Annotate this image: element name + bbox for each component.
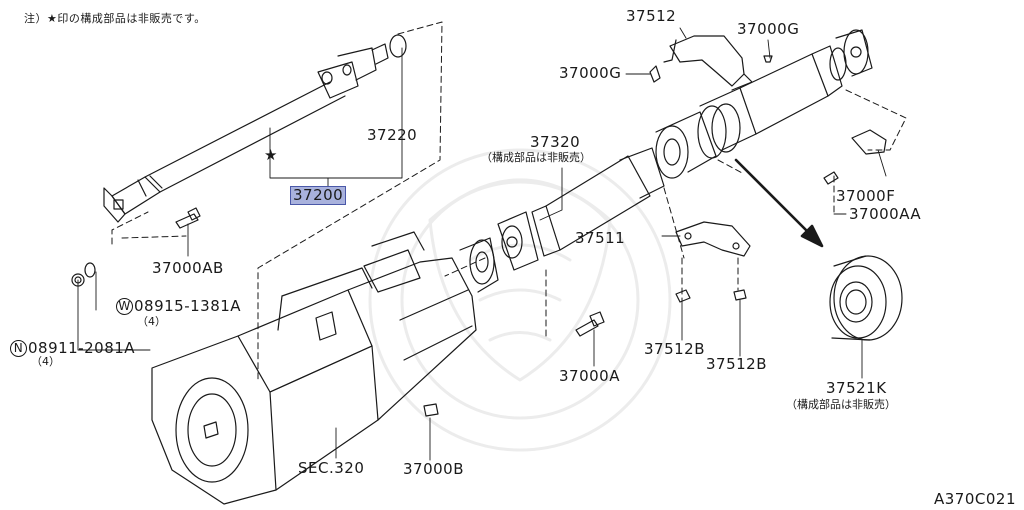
o-ring [389,34,407,58]
part-37000g-top-label[interactable]: 37000G [737,20,800,38]
part-37320-note: （構成部品は非販売） [481,151,591,164]
part-08915-number: 08915-1381A [134,297,242,315]
rear-propeller-shaft [497,29,873,271]
part-37512-label[interactable]: 37512 [626,7,677,25]
lower-bracket [675,221,751,257]
non-sale-note: 注）★印の構成部品は非販売です。 [24,12,206,25]
part-37220-label[interactable]: 37220 [367,126,418,144]
part-37512b-label-2[interactable]: 37512B [706,355,768,373]
figure-id: A370C021 [934,490,1016,508]
watermark-emblem [368,148,672,452]
part-37512b-label-1[interactable]: 37512B [644,340,706,358]
mounting-plate [851,129,887,155]
fasteners [71,55,839,417]
part-08911-qty: （4） [31,355,60,368]
transmission-case [151,231,499,505]
front-propeller-shaft [103,43,389,223]
part-37000aa-label[interactable]: 37000AA [849,205,922,223]
part-37320-label[interactable]: 37320 [530,133,581,151]
nut-prefix-icon: N [10,340,27,357]
center-bearing-bracket [663,35,753,91]
rubber-insulator [829,255,903,341]
part-37000ab-label[interactable]: 37000AB [152,259,224,277]
part-37000a-label[interactable]: 37000A [559,367,620,385]
part-37000g-left-label[interactable]: 37000G [559,64,622,82]
part-37521k-note: （構成部品は非販売） [786,398,896,411]
part-37200-label[interactable]: 37200 [290,186,347,205]
detail-arrow [734,158,824,248]
washer-prefix-icon: W [116,298,133,315]
star-mark: ★ [264,146,278,164]
assembly-guide-lines [111,21,907,381]
part-08911-number: 08911-2081A [28,339,136,357]
leader-lines [77,27,887,461]
part-08915-qty: （4） [137,315,166,328]
part-37521k-label[interactable]: 37521K [826,379,887,397]
part-37000f-label[interactable]: 37000F [836,187,896,205]
part-37000b-label[interactable]: 37000B [403,460,465,478]
sec-320-label[interactable]: SEC.320 [298,459,365,477]
part-37511-label[interactable]: 37511 [575,229,626,247]
